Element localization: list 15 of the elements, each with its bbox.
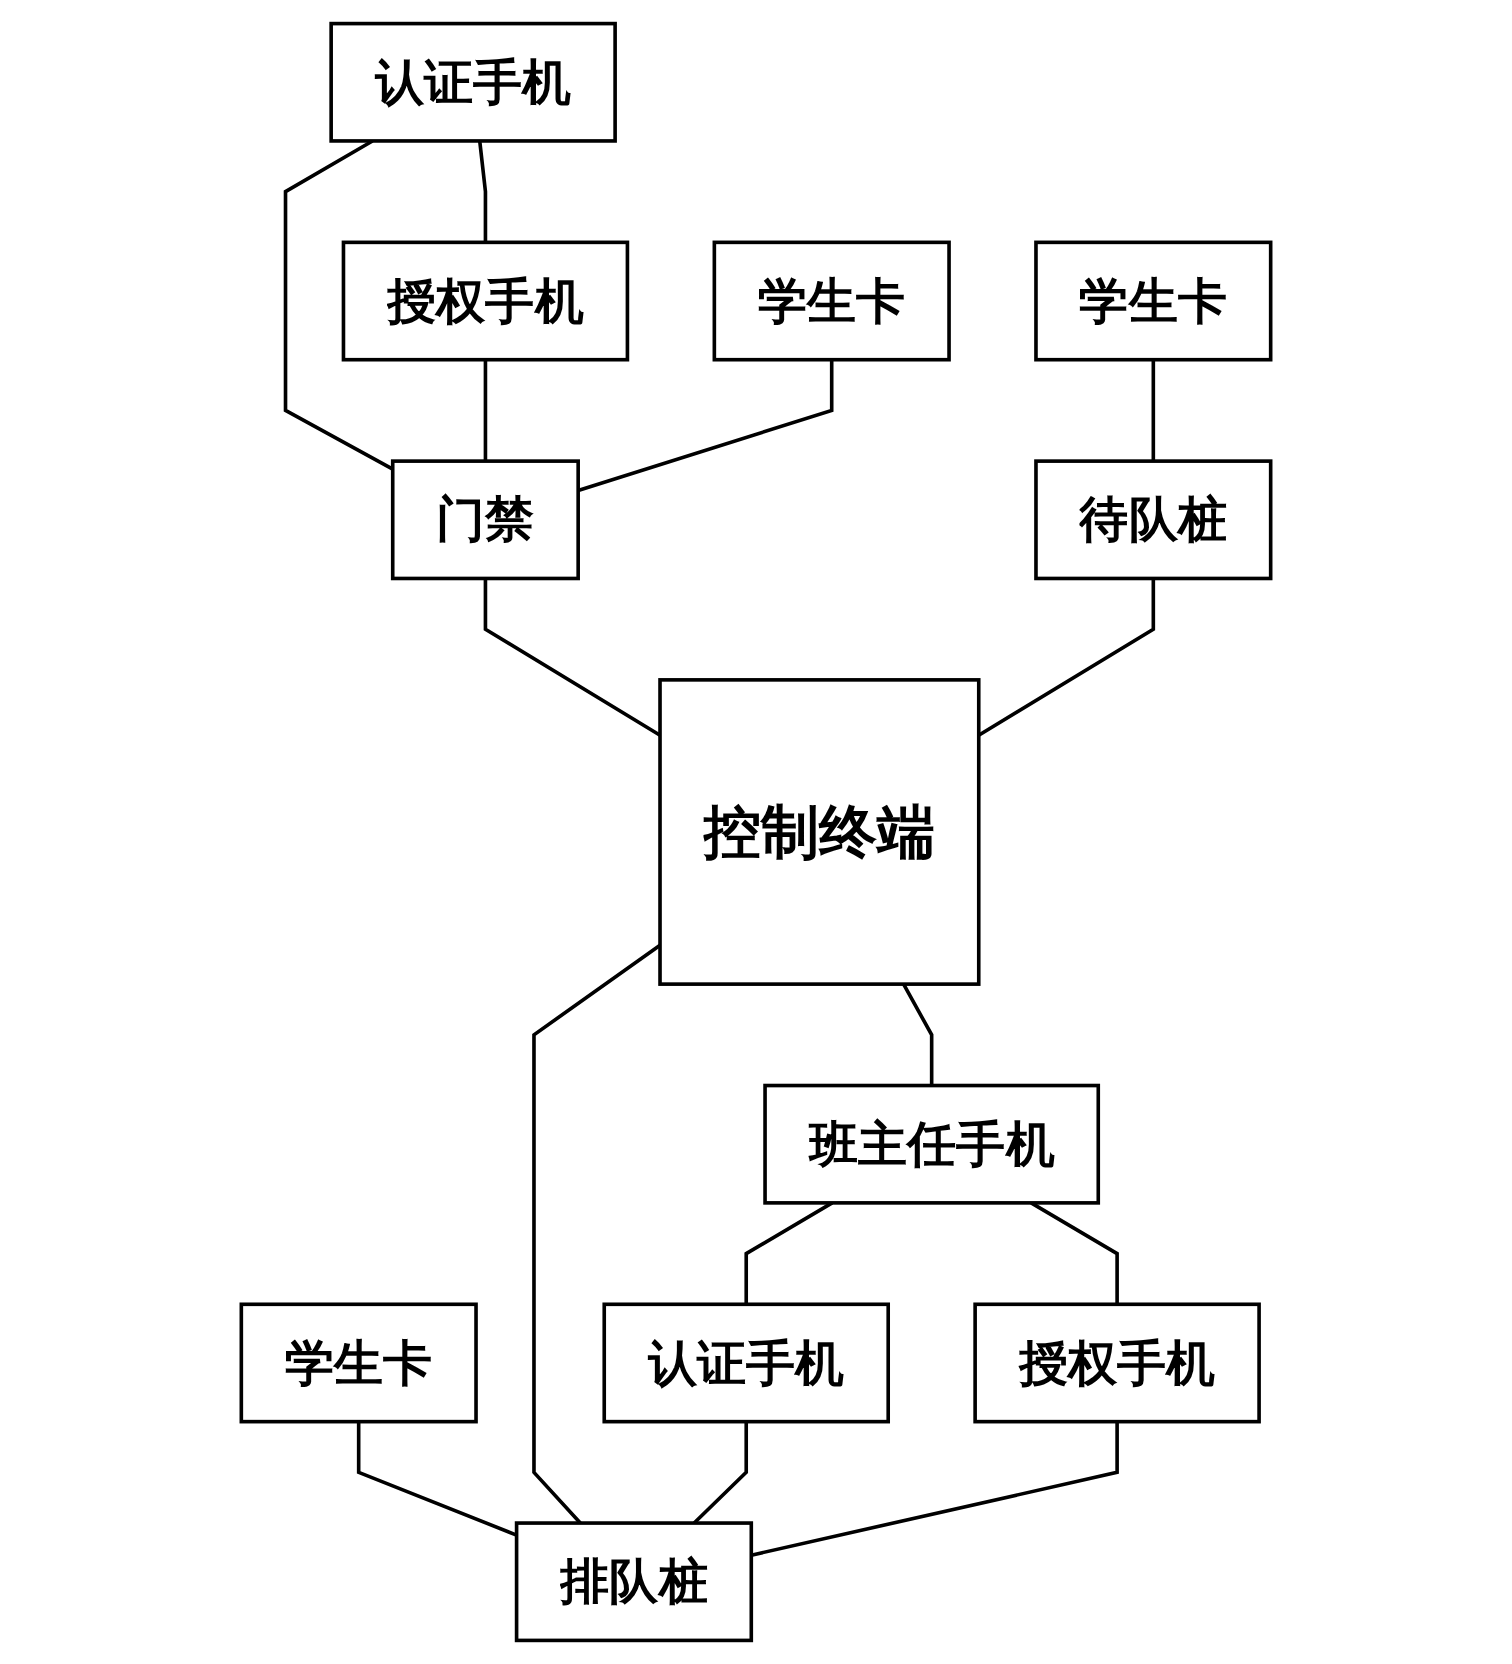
node-box: 待队桩 [1034, 459, 1273, 581]
node-box: 门禁 [390, 459, 580, 581]
connector [483, 359, 488, 462]
node-box: 认证手机 [602, 1302, 890, 1424]
connector [1151, 359, 1156, 462]
node-box: 授权手机 [341, 240, 630, 362]
node-box: 班主任手机 [763, 1083, 1101, 1205]
node-box: 学生卡 [712, 240, 951, 362]
connector [477, 140, 488, 243]
node-box: 认证手机 [329, 21, 617, 143]
node-box: 排队桩 [514, 1521, 754, 1643]
node-box: 授权手机 [973, 1302, 1261, 1424]
node-box: 学生卡 [1034, 240, 1273, 362]
node-box: 控制终端 [658, 678, 981, 986]
node-box: 学生卡 [239, 1302, 478, 1424]
